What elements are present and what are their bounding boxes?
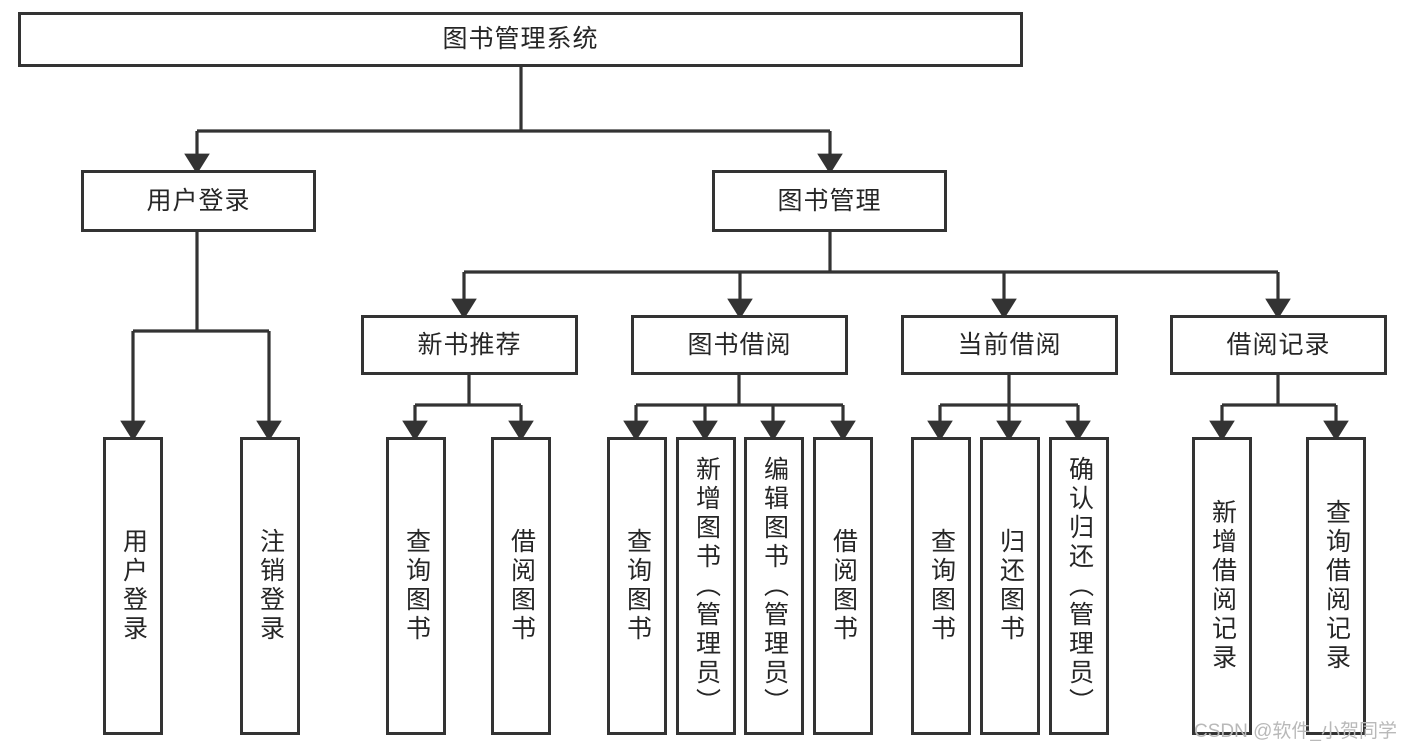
node-label: 借阅图书 <box>507 528 536 644</box>
node-label: 新增图书（管理员） <box>692 455 721 717</box>
edge-user-login-to-leaves <box>120 232 282 442</box>
leaf-add-borrow-record[interactable]: 新增借阅记录 <box>1192 437 1252 735</box>
node-current-borrow[interactable]: 当前借阅 <box>901 315 1118 375</box>
node-root-system[interactable]: 图书管理系统 <box>18 12 1023 67</box>
edge-current-to-leaves <box>927 375 1091 442</box>
leaf-borrow-borrow-book[interactable]: 借阅图书 <box>813 437 873 735</box>
leaf-new-book-query[interactable]: 查询图书 <box>386 437 446 735</box>
edge-root-to-level2 <box>184 67 843 175</box>
leaf-current-query-book[interactable]: 查询图书 <box>911 437 971 735</box>
node-label: 借阅图书 <box>829 528 858 644</box>
node-label: 当前借阅 <box>957 330 1062 359</box>
node-label: 图书管理 <box>777 186 882 215</box>
node-label: 确认归还（管理员） <box>1065 455 1094 717</box>
watermark-text: CSDN @软件_小贺同学 <box>1194 721 1397 742</box>
node-label: 查询图书 <box>402 528 431 644</box>
node-label: 归还图书 <box>996 528 1025 644</box>
edge-new-book-to-leaves <box>402 375 534 442</box>
node-new-book-recommend[interactable]: 新书推荐 <box>361 315 578 375</box>
node-label: 图书管理系统 <box>442 25 599 54</box>
node-borrow-records[interactable]: 借阅记录 <box>1170 315 1387 375</box>
node-book-borrow[interactable]: 图书借阅 <box>631 315 848 375</box>
node-label: 查询图书 <box>927 528 956 644</box>
node-label: 新书推荐 <box>417 330 522 359</box>
edge-book-manage-to-level3 <box>451 232 1291 320</box>
leaf-borrow-edit-book-admin[interactable]: 编辑图书（管理员） <box>744 437 804 735</box>
leaf-current-return-book[interactable]: 归还图书 <box>980 437 1040 735</box>
leaf-new-book-borrow[interactable]: 借阅图书 <box>491 437 551 735</box>
node-label: 借阅记录 <box>1226 330 1331 359</box>
node-user-login[interactable]: 用户登录 <box>81 170 316 232</box>
node-label: 用户登录 <box>146 186 251 215</box>
leaf-query-borrow-record[interactable]: 查询借阅记录 <box>1306 437 1366 735</box>
node-label: 查询图书 <box>623 528 652 644</box>
leaf-logout[interactable]: 注销登录 <box>240 437 300 735</box>
node-label: 用户登录 <box>119 528 148 644</box>
leaf-current-confirm-return-admin[interactable]: 确认归还（管理员） <box>1049 437 1109 735</box>
node-book-management[interactable]: 图书管理 <box>712 170 947 232</box>
leaf-borrow-add-book-admin[interactable]: 新增图书（管理员） <box>676 437 736 735</box>
edge-records-to-leaves <box>1209 375 1349 442</box>
leaf-user-login[interactable]: 用户登录 <box>103 437 163 735</box>
node-label: 注销登录 <box>256 528 285 644</box>
edge-borrow-to-leaves <box>623 375 856 442</box>
node-label: 图书借阅 <box>687 330 792 359</box>
leaf-borrow-query-book[interactable]: 查询图书 <box>607 437 667 735</box>
node-label: 新增借阅记录 <box>1208 499 1237 673</box>
node-label: 编辑图书（管理员） <box>760 455 789 717</box>
node-label: 查询借阅记录 <box>1322 499 1351 673</box>
